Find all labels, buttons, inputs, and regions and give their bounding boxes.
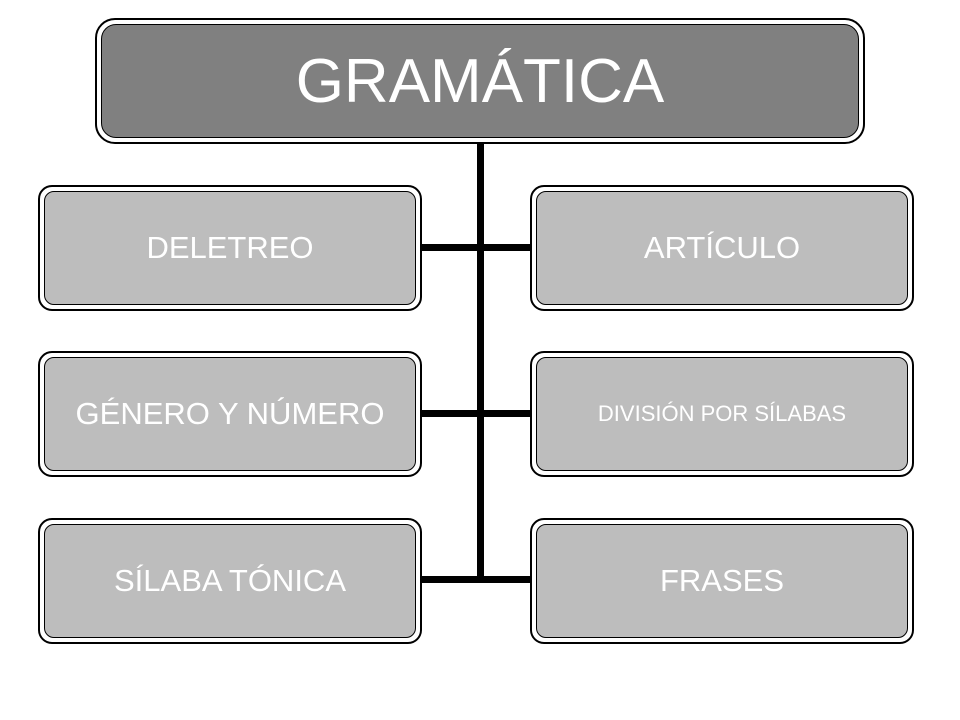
frases-box: FRASES bbox=[530, 518, 914, 644]
division-por-silabas-box: DIVISIÓN POR SÍLABAS bbox=[530, 351, 914, 477]
title-box: GRAMÁTICA bbox=[95, 18, 865, 144]
articulo-box: ARTÍCULO bbox=[530, 185, 914, 311]
division-por-silabas-label: DIVISIÓN POR SÍLABAS bbox=[536, 357, 908, 471]
deletreo-box: DELETREO bbox=[38, 185, 422, 311]
trunk-line bbox=[477, 140, 484, 583]
silaba-tonica-label: SÍLABA TÓNICA bbox=[44, 524, 416, 638]
genero-y-numero-label: GÉNERO Y NÚMERO bbox=[44, 357, 416, 471]
branch-line-row-3 bbox=[418, 576, 534, 583]
deletreo-label: DELETREO bbox=[44, 191, 416, 305]
genero-y-numero-box: GÉNERO Y NÚMERO bbox=[38, 351, 422, 477]
branch-line-row-2 bbox=[418, 410, 534, 417]
branch-line-row-1 bbox=[418, 244, 534, 251]
articulo-label: ARTÍCULO bbox=[536, 191, 908, 305]
title-label: GRAMÁTICA bbox=[101, 24, 859, 138]
silaba-tonica-box: SÍLABA TÓNICA bbox=[38, 518, 422, 644]
frases-label: FRASES bbox=[536, 524, 908, 638]
